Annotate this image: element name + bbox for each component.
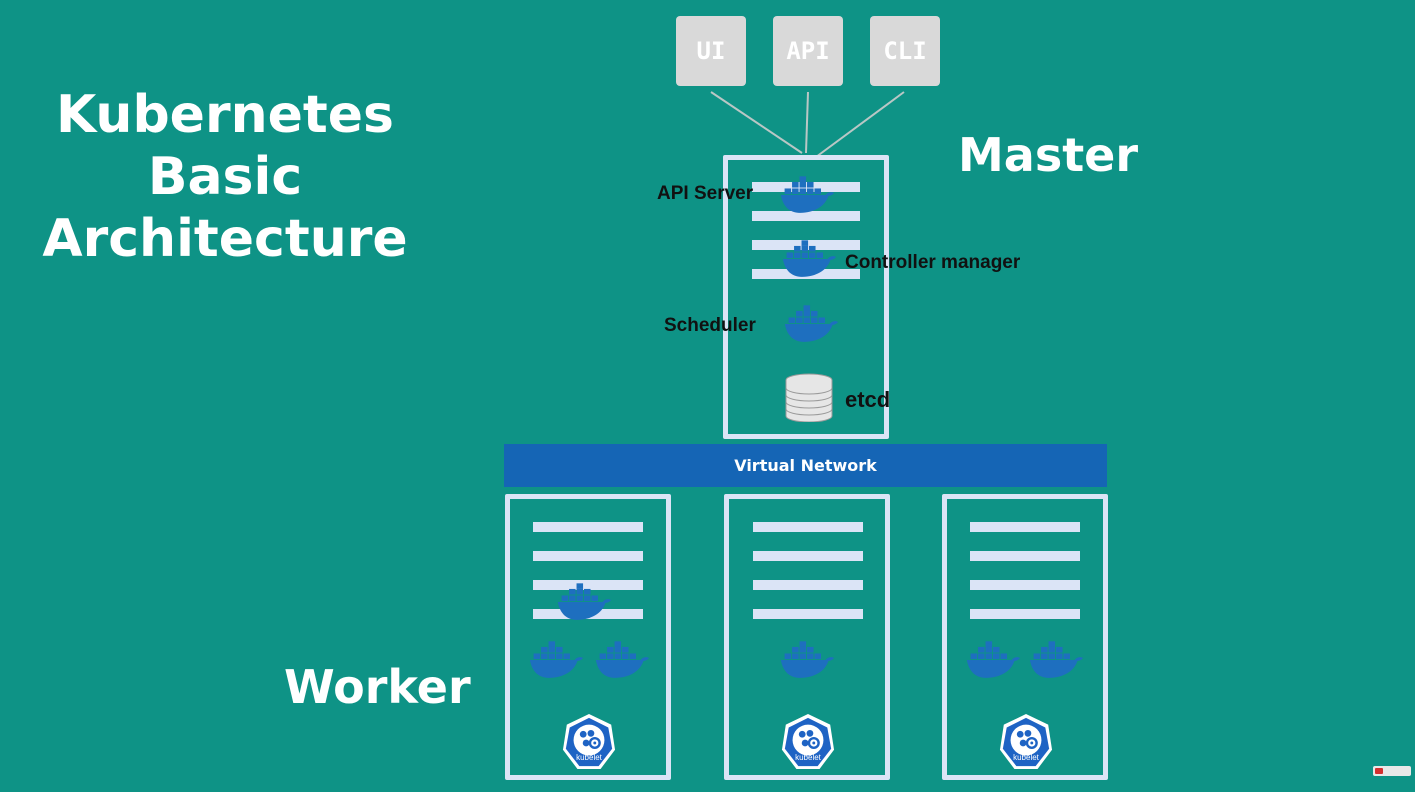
worker-node-1	[505, 494, 671, 780]
worker-1-container-icon	[556, 583, 612, 621]
worker-2-kubelet-label: kubelet	[795, 753, 821, 762]
worker-node-3	[942, 494, 1108, 780]
worker-rack-line	[533, 551, 643, 561]
virtual-network-label: Virtual Network	[734, 456, 877, 475]
title-line-2: Basic	[147, 147, 303, 207]
worker-rack-line	[753, 580, 863, 590]
worker-rack-line	[970, 551, 1080, 561]
title-line-1: Kubernetes	[56, 85, 394, 145]
client-api-label: API	[786, 37, 830, 65]
worker-1-container-icon	[528, 641, 584, 679]
worker-rack-line	[970, 580, 1080, 590]
worker-2-kubelet-icon	[781, 713, 835, 771]
controller-manager-label: Controller manager	[845, 252, 1021, 273]
client-ui-box: UI	[676, 16, 746, 86]
worker-3-container-icon	[1028, 641, 1084, 679]
connector-ui	[710, 91, 803, 154]
worker-label: Worker	[284, 660, 471, 714]
client-connectors	[710, 91, 905, 158]
etcd-label: etcd	[845, 387, 891, 412]
controller-manager-container-icon	[781, 240, 837, 278]
client-ui-label: UI	[696, 37, 726, 65]
connector-cli	[815, 91, 905, 158]
master-node	[723, 155, 889, 439]
subscribe-badge-icon[interactable]	[1373, 766, 1411, 776]
worker-3-container-icon	[965, 641, 1021, 679]
worker-rack-line	[753, 609, 863, 619]
diagram-title: Kubernetes Basic Architecture	[20, 84, 430, 270]
worker-1-kubelet-label: kubelet	[576, 753, 602, 762]
worker-rack-line	[970, 609, 1080, 619]
scheduler-container-icon	[783, 305, 839, 343]
api-server-container-icon	[779, 176, 835, 214]
client-api-box: API	[773, 16, 843, 86]
worker-node-2	[724, 494, 890, 780]
worker-1-kubelet-icon	[562, 713, 616, 771]
client-cli-label: CLI	[883, 37, 927, 65]
worker-rack-line	[533, 522, 643, 532]
scheduler-label: Scheduler	[664, 315, 756, 336]
master-label: Master	[958, 128, 1139, 182]
worker-rack-line	[753, 522, 863, 532]
worker-rack-line	[970, 522, 1080, 532]
virtual-network-bar: Virtual Network	[504, 444, 1107, 487]
worker-3-kubelet-label: kubelet	[1013, 753, 1039, 762]
worker-3-kubelet-icon	[999, 713, 1053, 771]
worker-1-container-icon	[594, 641, 650, 679]
etcd-database-icon	[785, 373, 833, 422]
worker-rack-line	[533, 580, 643, 590]
worker-2-container-icon	[779, 641, 835, 679]
api-server-label: API Server	[657, 183, 754, 204]
title-line-3: Architecture	[42, 209, 408, 269]
connector-api	[805, 91, 809, 154]
client-cli-box: CLI	[870, 16, 940, 86]
worker-rack-line	[753, 551, 863, 561]
master-rack-line	[752, 211, 860, 221]
